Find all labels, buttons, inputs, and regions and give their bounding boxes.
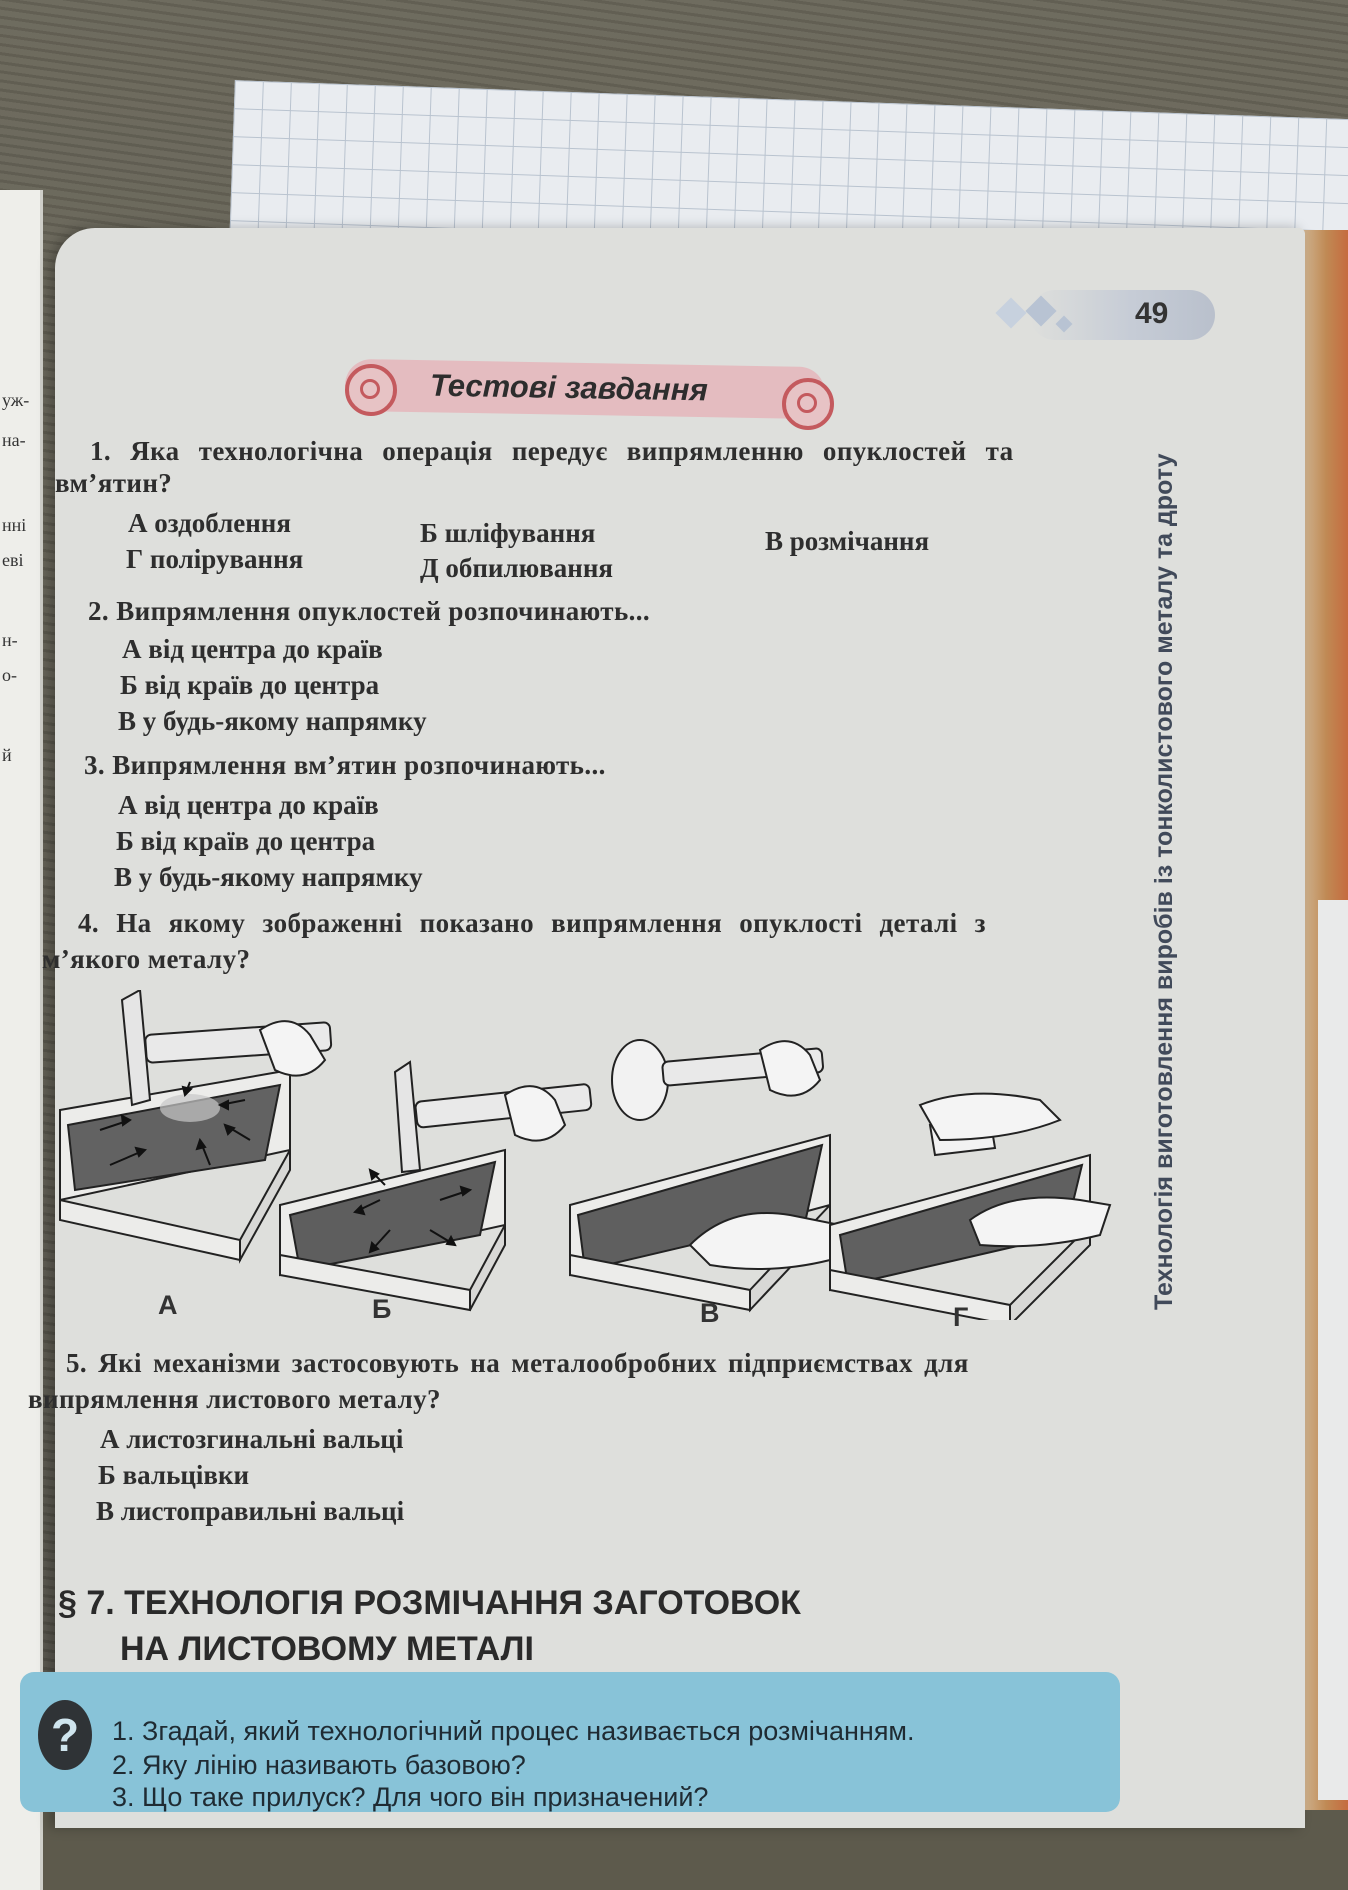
review-question-2: 2. Яку лінію називають базовою? <box>112 1750 526 1780</box>
question-5-option-a: А листозгинальні вальці <box>100 1424 404 1454</box>
figure-panel-d <box>829 1092 1112 1320</box>
section-title-line-2: НА ЛИСТОВОМУ МЕТАЛІ <box>120 1630 534 1668</box>
question-5-line-2: випрямлення листового металу? <box>28 1384 441 1414</box>
page-number: 49 <box>1135 297 1169 330</box>
left-fragment: о- <box>2 665 17 685</box>
question-4-line-1: 4. На якому зображенні показано випрямле… <box>78 908 986 938</box>
question-3-text: 3. Випрямлення вм’ятин розпочинають... <box>84 750 606 780</box>
question-5-line-1: 5. Які механізми застосовують на металоо… <box>66 1348 969 1378</box>
spiral-ornament-icon <box>782 378 834 430</box>
notebook-edge-right <box>1318 900 1348 1800</box>
question-1-option-c: В розмічання <box>765 526 930 556</box>
question-mark-icon: ? <box>38 1700 92 1770</box>
straightening-illustration <box>59 990 1112 1320</box>
question-1-line-2: вм’ятин? <box>55 468 173 498</box>
question-2-option-b: Б від країв до центра <box>120 670 380 700</box>
figure-label-c: В <box>700 1298 720 1328</box>
question-3-option-b: Б від країв до центра <box>116 826 376 856</box>
left-fragment: нні <box>2 515 27 535</box>
figure-panel-a <box>59 990 333 1264</box>
question-1-option-d: Г полірування <box>126 544 304 574</box>
vertical-chapter-title: Технологія виготовлення виробів із тонко… <box>1150 453 1178 1310</box>
review-question-1: 1. Згадай, який технологічний процес наз… <box>112 1716 915 1746</box>
figure-label-a: А <box>158 1290 178 1320</box>
left-fragment: уж- <box>2 390 30 410</box>
left-fragment: на- <box>2 430 26 450</box>
question-1-option-e: Д обпилювання <box>420 553 614 583</box>
question-2-option-a: А від центра до країв <box>122 634 383 664</box>
section-heading: Тестові завдання <box>429 367 709 408</box>
figure-panel-b <box>279 1060 593 1312</box>
left-fragment: н- <box>2 630 18 650</box>
question-4-line-2: м’якого металу? <box>42 944 251 974</box>
page-number-pill <box>1030 290 1215 340</box>
question-1-line-1: 1. Яка технологічна операція передує вип… <box>90 436 1014 466</box>
question-1-option-b: Б шліфування <box>420 518 596 548</box>
spiral-ornament-icon <box>345 364 397 416</box>
review-questions-box <box>20 1672 1120 1812</box>
question-3-option-c: В у будь-якому напрямку <box>114 862 423 892</box>
question-1-option-a: А оздоблення <box>128 508 291 538</box>
left-fragment: й <box>2 745 12 765</box>
question-5-option-c: В листоправильні вальці <box>96 1496 405 1526</box>
question-3-option-a: А від центра до країв <box>118 790 379 820</box>
left-book-page: уж- на- нні еві н- о- й <box>0 190 43 1890</box>
figure-label-d: Г <box>953 1302 969 1332</box>
left-fragment: еві <box>2 550 24 570</box>
figure-panel-c <box>569 1039 842 1313</box>
question-5-option-b: Б вальцівки <box>98 1460 250 1490</box>
review-question-3: 3. Що таке прилуск? Для чого він признач… <box>112 1782 709 1812</box>
section-title-line-1: § 7. ТЕХНОЛОГІЯ РОЗМІЧАННЯ ЗАГОТОВОК <box>58 1584 801 1622</box>
question-2-text: 2. Випрямлення опуклостей розпочинають..… <box>88 596 651 626</box>
question-2-option-c: В у будь-якому напрямку <box>118 706 427 736</box>
figure-label-b: Б <box>372 1294 392 1324</box>
